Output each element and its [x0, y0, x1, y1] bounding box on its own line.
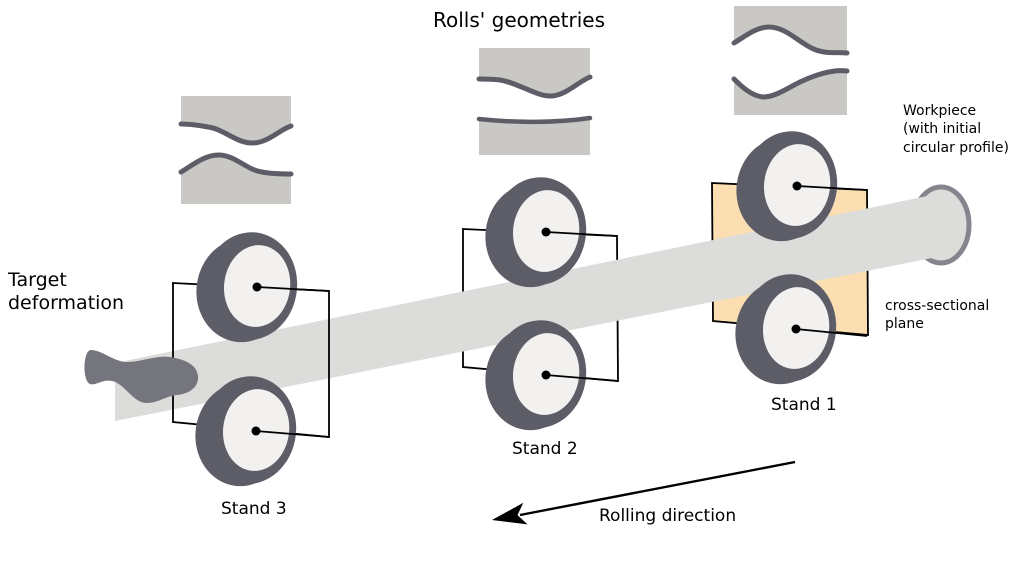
roll-geometry-inset-stand2 [476, 48, 593, 155]
inset-upper-roll-block [479, 48, 590, 96]
inset-upper-roll-profile-curve [476, 74, 593, 99]
roll-center-dot [541, 227, 551, 237]
stand-3-label: Stand 3 [221, 499, 287, 519]
target-deformation-profile [84, 350, 199, 403]
roll-axis-line [796, 185, 868, 191]
inset-upper-roll-profile-curve [178, 121, 294, 146]
cross-sectional-plane-label: cross-sectional plane [885, 298, 990, 333]
roll-center-dot [541, 370, 551, 380]
roll-axis-line [255, 430, 330, 438]
stand-2-lower-roll [485, 320, 587, 431]
rolling-direction-label: Rolling direction [599, 506, 737, 526]
roll-center-dot [791, 324, 801, 334]
workpiece-label: Workpiece (with initial circular profile… [903, 103, 1009, 156]
inset-lower-roll-profile-curve [178, 152, 294, 177]
stand-2-upper-roll [485, 177, 587, 288]
roll-axis-line [795, 328, 868, 337]
stand-2-label: Stand 2 [512, 439, 578, 459]
target-deformation-label: Target deformation [8, 269, 125, 315]
inset-lower-roll-block [479, 118, 590, 155]
inset-lower-roll-profile-curve [731, 68, 850, 100]
diagram-title: Rolls' geometries [433, 8, 605, 32]
roll-center-dot [792, 181, 802, 191]
stand-1-label: Stand 1 [771, 395, 837, 415]
rolling-direction-arrow [492, 460, 796, 525]
inset-lower-roll-profile-curve [476, 115, 593, 125]
stand-3-lower-roll [195, 376, 297, 487]
inset-lower-roll-block [181, 154, 291, 204]
stand-3-upper-roll [196, 232, 298, 343]
roll-center-dot [252, 282, 262, 292]
arrow-shaft [519, 460, 796, 517]
roll-geometry-inset-stand3 [178, 96, 294, 204]
inset-roll-gap [734, 27, 847, 97]
roll-axis-line [545, 231, 618, 237]
arrowhead-icon [492, 502, 528, 525]
inset-upper-roll-profile-curve [731, 24, 850, 56]
roll-center-dot [251, 426, 261, 436]
roll-geometry-inset-stand1 [731, 6, 850, 115]
roll-axis-line [256, 286, 330, 292]
inset-upper-roll-block [181, 96, 291, 143]
roll-axis-line [545, 374, 619, 382]
workpiece-bar [115, 193, 942, 421]
